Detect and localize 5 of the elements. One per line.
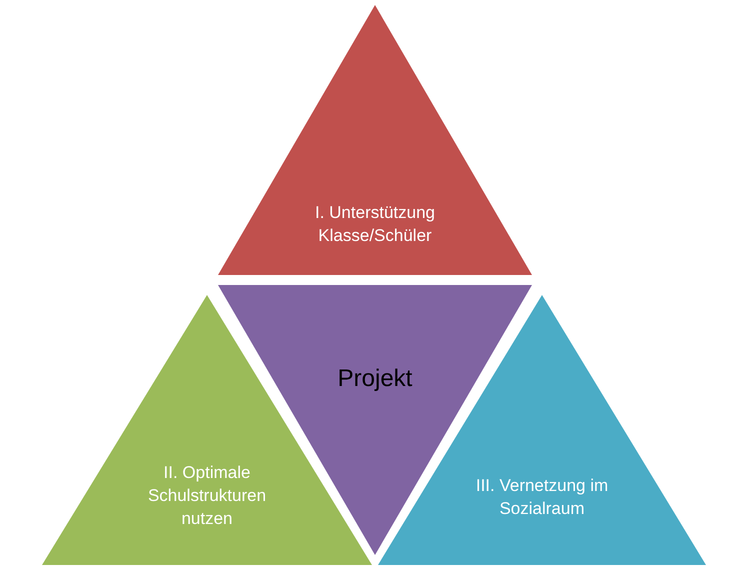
segment-label: II. Optimale Schulstrukturen nutzen [146, 462, 268, 530]
segment-label: I. Unterstützung Klasse/Schüler [314, 202, 436, 247]
segment-label: Projekt [336, 364, 414, 394]
segment-label: III. Vernetzung im Sozialraum [474, 475, 610, 520]
triangle-segment [218, 5, 532, 275]
